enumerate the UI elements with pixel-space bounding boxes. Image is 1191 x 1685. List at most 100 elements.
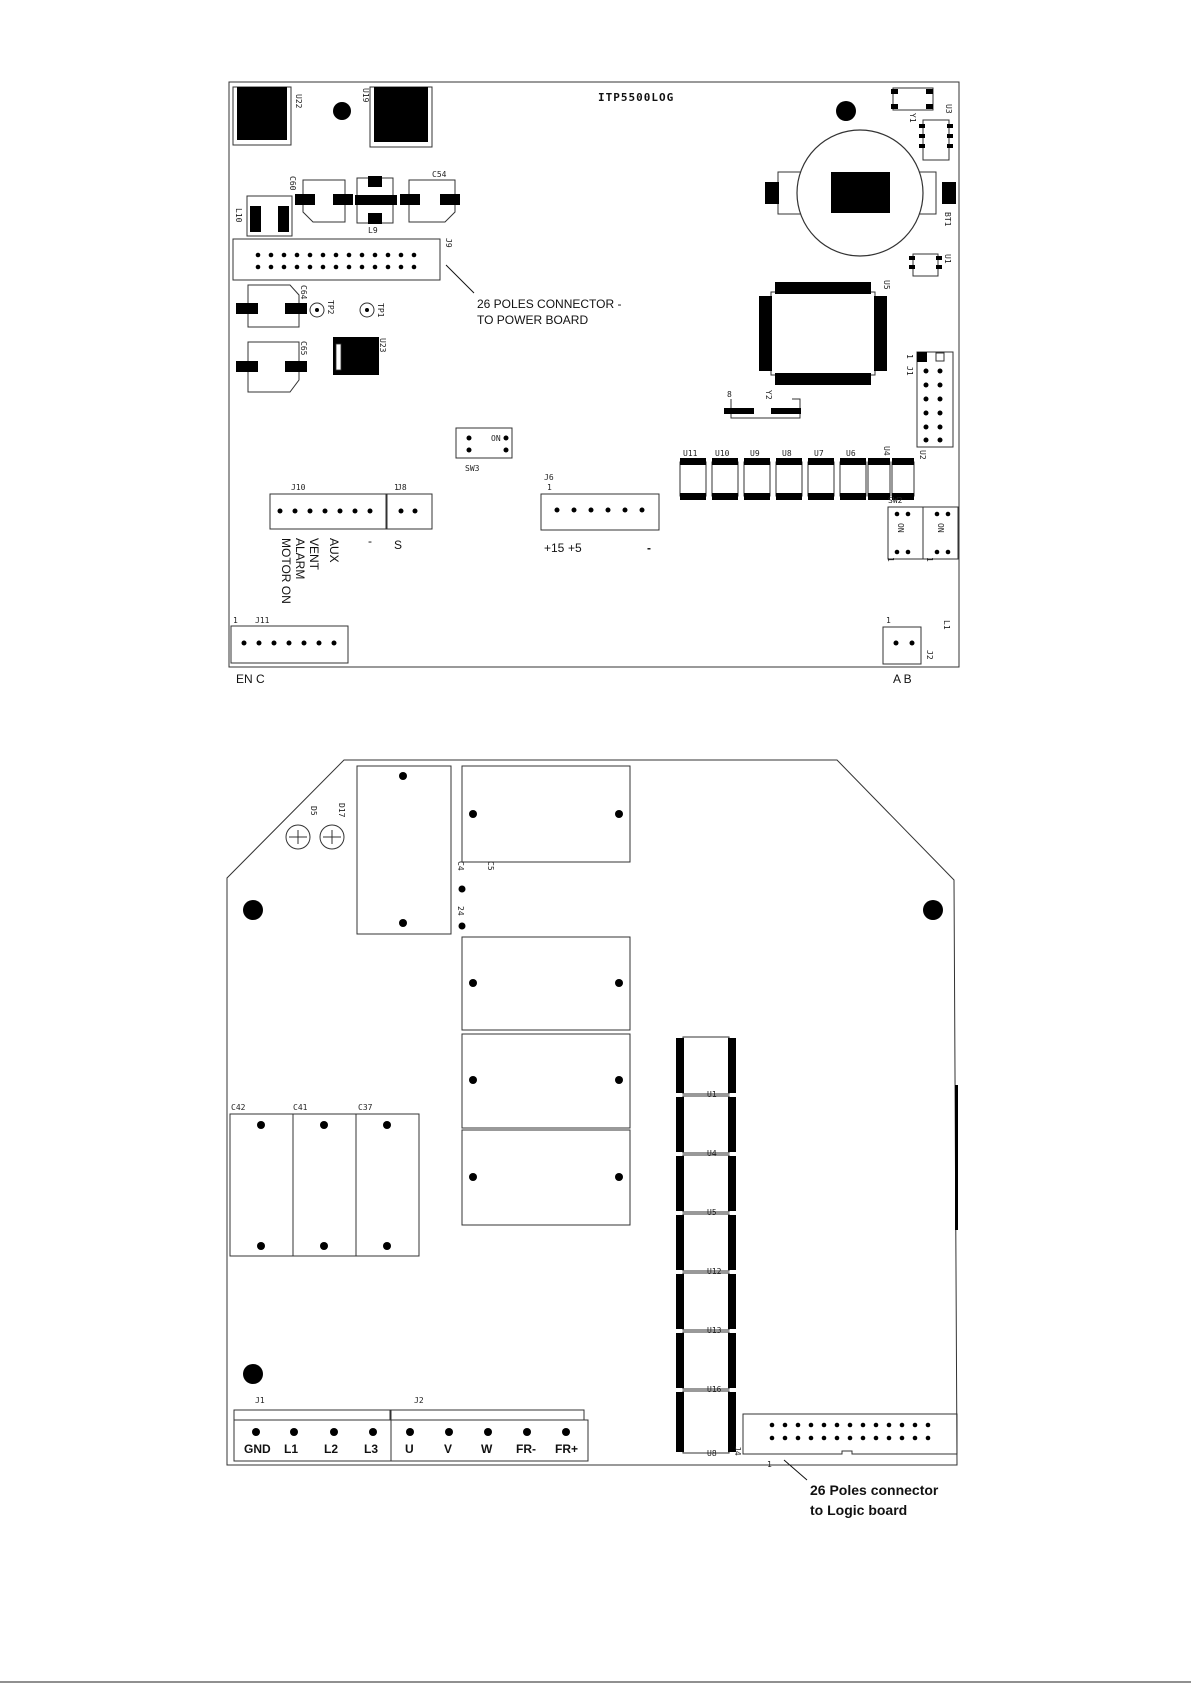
u1-label: U1 xyxy=(943,254,952,264)
j10-motor-on: MOTOR ON xyxy=(279,538,293,604)
u23-component: U23 xyxy=(333,337,387,375)
u9-ic: U9 xyxy=(743,449,771,500)
power-j4-label: J4 xyxy=(733,1446,742,1456)
u4-ic: U4 xyxy=(867,446,891,500)
j10-aux: AUX xyxy=(327,538,341,563)
tp1-testpoint: TP1 xyxy=(359,302,385,318)
power-u4-ic: U4 xyxy=(676,1095,736,1158)
c5-component: C5 xyxy=(461,765,631,871)
svg-text:1: 1 xyxy=(886,557,895,562)
u19-component: U19 xyxy=(361,86,433,148)
mount-hole xyxy=(243,900,263,920)
terminal-l1: L1 xyxy=(284,1442,298,1456)
terminal-v: V xyxy=(444,1442,452,1456)
j1-header: 1 J1 xyxy=(905,351,954,448)
y2-pin8: 8 xyxy=(727,390,732,399)
svg-text:U13: U13 xyxy=(707,1326,722,1335)
svg-text:U6: U6 xyxy=(846,449,856,458)
u5-ic: U5 xyxy=(759,280,891,385)
soic-row: U11 U10 U9 U8 U7 U6 U4 U2 xyxy=(679,446,927,500)
svg-text:1: 1 xyxy=(394,483,399,492)
terminal-fr-plus: FR+ xyxy=(555,1442,578,1456)
svg-text:U8: U8 xyxy=(707,1449,717,1458)
j8-connector: J8 1 S xyxy=(386,483,433,552)
d5-label: D5 xyxy=(309,806,318,816)
power-j4-connector: J4 1 xyxy=(733,1413,958,1469)
c42-capacitor: C42 xyxy=(229,1103,294,1257)
l9-label: L9 xyxy=(368,226,378,235)
sw2-label: SW2 xyxy=(888,496,903,505)
soic-column: U1 U4 U5 U12 U13 U16 U8 xyxy=(676,1036,736,1458)
svg-text:U7: U7 xyxy=(814,449,824,458)
n24-label: 24 xyxy=(456,906,465,916)
l1-label: L1 xyxy=(942,620,951,630)
c37-capacitor: C37 xyxy=(355,1103,420,1257)
sw3-label: SW3 xyxy=(465,464,480,473)
u11-ic: U11 xyxy=(679,449,707,500)
power-u16-ic: U16 xyxy=(676,1331,736,1394)
bt1-label: BT1 xyxy=(943,212,952,227)
u8-ic: U8 xyxy=(775,449,803,500)
test-pad xyxy=(458,885,466,893)
j8-label: J8 xyxy=(397,483,407,492)
test-pad xyxy=(458,922,466,930)
u19-label: U19 xyxy=(361,88,370,103)
c4-label: C4 xyxy=(456,861,465,871)
j10-connector: J10 MOTOR ON ALARM VENT AUX - xyxy=(269,483,387,604)
j2-connector: 1 L1 J2 A B xyxy=(882,616,951,686)
tp1-label: TP1 xyxy=(376,303,385,318)
c54-label: C54 xyxy=(432,170,447,179)
power-board-outline xyxy=(226,759,958,1466)
y1-component: Y1 xyxy=(891,87,934,123)
u2-ic: U2 xyxy=(891,450,927,500)
j10-label: J10 xyxy=(291,483,306,492)
j10-vent: VENT xyxy=(307,538,321,571)
j11-label: J11 xyxy=(255,616,270,625)
power-u8-ic: U8 xyxy=(676,1390,736,1458)
u22-label: U22 xyxy=(294,94,303,109)
y2-label: Y2 xyxy=(764,390,773,400)
logic-board-title: ITP5500LOG xyxy=(598,91,674,104)
j2-a-b: A B xyxy=(893,672,912,686)
terminal-l3: L3 xyxy=(364,1442,378,1456)
svg-text:1: 1 xyxy=(547,483,552,492)
c65-label: C65 xyxy=(299,341,308,356)
power-u13-ic: U13 xyxy=(676,1272,736,1335)
j10-alarm: ALARM xyxy=(293,538,307,579)
mount-hole xyxy=(836,101,856,121)
l9-component: L9 xyxy=(355,176,397,235)
terminal-w: W xyxy=(481,1442,493,1456)
mount-hole xyxy=(243,1364,263,1384)
j1-label: J1 xyxy=(905,366,914,376)
sw2-switch: SW2 ON ON 1 1 xyxy=(886,496,959,562)
logic-callout-leader xyxy=(445,264,475,294)
terminal-l2: L2 xyxy=(324,1442,338,1456)
u7-ic: U7 xyxy=(807,449,835,500)
u1-component: U1 xyxy=(909,253,952,277)
c5-label: C5 xyxy=(486,861,495,871)
svg-text:U11: U11 xyxy=(683,449,698,458)
c54-component: C54 xyxy=(400,170,460,223)
u22-component: U22 xyxy=(232,86,303,146)
svg-text:1: 1 xyxy=(886,616,891,625)
terminal-fr-minus: FR- xyxy=(516,1442,536,1456)
power-u5-ic: U5 xyxy=(676,1154,736,1217)
power-u12-ic: U12 xyxy=(676,1213,736,1276)
relay-3 xyxy=(461,1129,631,1226)
j6-minus: - xyxy=(647,541,651,555)
d17-label: D17 xyxy=(337,803,346,818)
power-callout-line2: to Logic board xyxy=(810,1502,907,1518)
c37-label: C37 xyxy=(358,1103,373,1112)
sw3-on-label: ON xyxy=(491,434,501,443)
logic-board: ITP5500LOG U22 U19 Y1 U3 xyxy=(228,81,960,686)
svg-text:U9: U9 xyxy=(750,449,760,458)
sw3-switch: ON SW3 xyxy=(455,427,513,473)
terminal-gnd: GND xyxy=(244,1442,271,1456)
j6-connector: J6 1 +15 +5 - xyxy=(540,473,660,555)
l10-label: L10 xyxy=(234,208,243,223)
j6-label: J6 xyxy=(544,473,554,482)
c65-component: C65 xyxy=(236,341,308,393)
board-edge-mark xyxy=(955,1085,958,1230)
u3-component: U3 xyxy=(919,104,953,161)
j10-minus: - xyxy=(368,534,372,548)
